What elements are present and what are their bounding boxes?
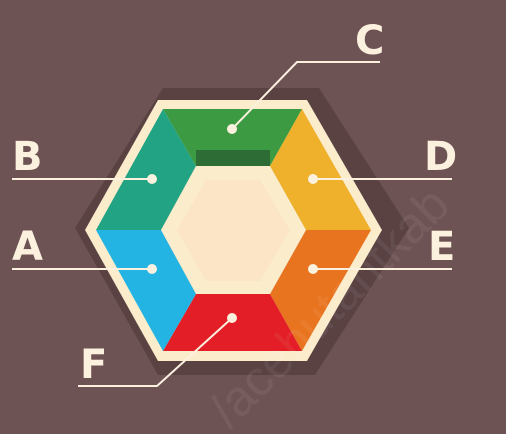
dot-f xyxy=(227,313,237,323)
label-f: F xyxy=(80,342,107,388)
dot-b xyxy=(147,174,157,184)
dot-d xyxy=(308,174,318,184)
label-d: D xyxy=(424,134,457,180)
label-a: A xyxy=(12,224,43,270)
label-c: C xyxy=(355,18,384,64)
label-b: B xyxy=(12,134,43,180)
dot-c xyxy=(227,124,237,134)
segment-c-shade xyxy=(196,150,270,166)
dot-e xyxy=(308,264,318,274)
dot-a xyxy=(147,264,157,274)
